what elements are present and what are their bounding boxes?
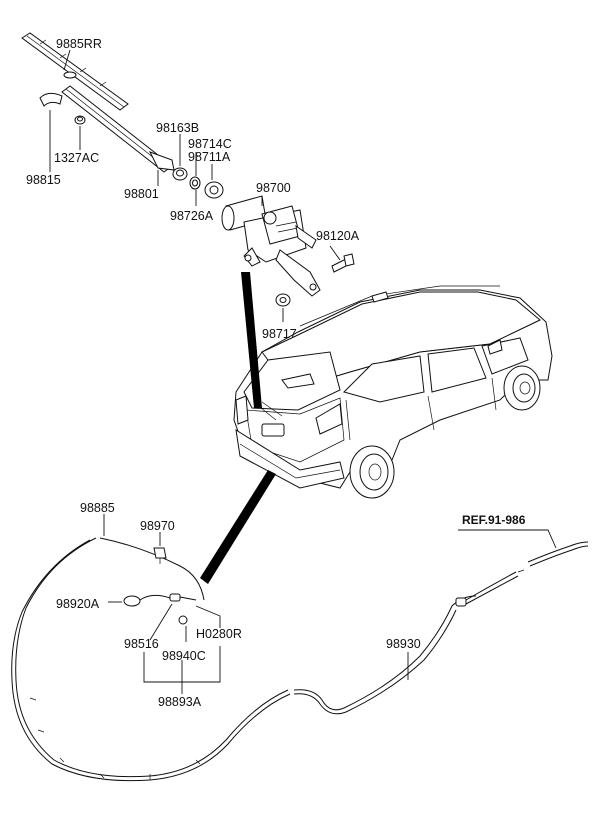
cover-cap-98815 [39,92,63,107]
label-98711A: 98711A [188,150,231,164]
label-9885RR: 9885RR [56,37,102,51]
label-98815: 98815 [26,173,61,187]
nut-98163B [172,167,188,181]
label-98893A: 98893A [158,695,202,709]
label-98516: 98516 [124,637,159,651]
label-98726A: 98726A [170,209,214,223]
label-98163B: 98163B [156,121,199,135]
leader-lines [49,49,557,694]
hose-98930 [293,541,589,715]
washer-98726A [189,176,201,190]
label-98700: 98700 [256,181,291,195]
label-98885: 98885 [80,501,115,515]
nozzle-98920A [123,594,171,607]
connector-98516 [169,593,197,602]
label-ref-91-986: REF.91-986 [462,513,526,527]
vehicle-suv [233,285,553,499]
label-98714C: 98714C [188,137,232,151]
grommet-98711A [204,181,224,199]
label-1327AC: 1327AC [54,151,99,165]
wiper-blade [21,32,129,111]
part-labels: 9885RR 98815 1327AC 98801 98163B 98714C … [26,37,526,709]
label-98717: 98717 [262,327,297,341]
bolt-98120A [331,253,355,273]
label-98930: 98930 [386,637,421,651]
nut-1327AC [74,115,86,125]
label-98970: 98970 [140,519,175,533]
label-98801: 98801 [124,187,159,201]
callout-arrow-nozzle [200,470,276,584]
label-98920A: 98920A [56,597,100,611]
label-98940C: 98940C [162,649,206,663]
label-98120A: 98120A [316,229,360,243]
hose-clip-98970 [153,547,167,564]
wiper-arm [61,85,175,173]
washer-hose-98885 [11,537,291,782]
wiper-motor-98700 [221,195,321,297]
bushing-98717 [275,293,291,307]
label-H0280R: H0280R [196,627,242,641]
grommet-98940C [178,615,188,625]
callout-arrow-motor [241,272,262,408]
